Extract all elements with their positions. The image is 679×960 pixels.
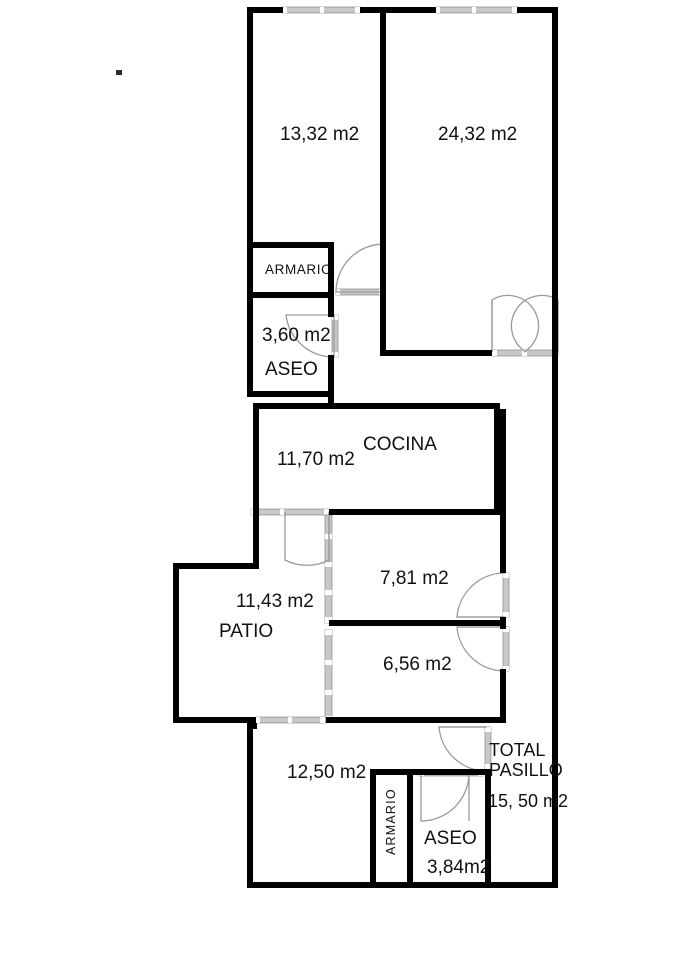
window-top-right <box>435 6 519 14</box>
room-area-label: 6,56 m2 <box>383 654 452 675</box>
closet-armario-bottom-label: ARMARIO <box>384 788 398 855</box>
glazed-tick <box>325 660 332 665</box>
wall-patio-upper-left <box>253 515 259 569</box>
wall-middle-right-b <box>500 617 506 629</box>
door-sill-tick <box>503 666 509 671</box>
door-arc-aseo-bottom <box>420 772 470 822</box>
wall-top-left-b <box>360 7 436 13</box>
door-sill-tick <box>503 612 509 617</box>
window-tick <box>355 7 360 13</box>
door-arc-cocina-patio <box>284 512 330 566</box>
wall-patio-bottom-a <box>173 717 256 723</box>
wall-cocina-top <box>253 403 500 409</box>
room-name-label: COCINA <box>363 434 437 455</box>
wall-aseo-bottom-left <box>370 769 376 882</box>
wall-bottom-upper-block <box>247 391 334 397</box>
wall-armario-top-right <box>328 242 334 298</box>
door-sill-tick <box>485 764 491 769</box>
wall-pasillo-left <box>485 769 491 882</box>
room-area-label: 3,60 m2 <box>262 325 331 346</box>
wall-armario-top-top <box>253 242 333 248</box>
wall-cocina-left <box>253 403 259 515</box>
window-tick <box>512 7 517 13</box>
wall-lower-left <box>247 723 253 888</box>
window-tick <box>288 717 292 723</box>
door-sill-tick <box>332 315 338 320</box>
wall-outer-left-upper <box>247 7 253 397</box>
wall-middle-right-c <box>500 669 506 723</box>
window-tick <box>472 7 476 13</box>
walls-group <box>173 7 558 888</box>
door-sill-tick <box>503 573 509 578</box>
wall-armario-top-bottom <box>253 292 333 298</box>
wall-bottom-room-2432 <box>380 350 492 356</box>
total-pasillo-line2: PASILLO <box>489 760 563 780</box>
door-sill-tick <box>324 509 329 515</box>
wall-outer-right <box>552 7 558 888</box>
window-tick <box>320 717 325 723</box>
room-area-label: 11,70 m2 <box>277 449 355 470</box>
door-sill-tick <box>280 509 284 515</box>
room-name-label: ASEO <box>424 828 477 849</box>
door-sill-tick <box>503 627 509 632</box>
door-sill-room-781 <box>502 572 510 618</box>
window-tick <box>436 7 440 13</box>
wall-aseo-bottom-top <box>370 769 485 775</box>
room-name-label: PATIO <box>219 621 274 642</box>
wall-aseo-top-right-b <box>328 355 334 403</box>
wall-cocina-bottom <box>329 509 500 515</box>
wall-partition-781-656 <box>329 620 505 626</box>
wall-top-left-a <box>247 7 283 13</box>
window-tick <box>256 717 260 723</box>
total-pasillo-line1: TOTAL <box>489 740 546 760</box>
room-area-label: 7,81 m2 <box>380 568 449 589</box>
glazed-wall-patio-lower <box>324 629 333 723</box>
door-arc-exterior-right <box>510 294 559 353</box>
wall-patio-left <box>173 563 179 723</box>
door-sill-tick <box>332 352 338 357</box>
door-arc-room-656 <box>456 626 506 672</box>
door-arc-exterior-left <box>491 294 540 353</box>
door-sill-tick <box>485 727 491 732</box>
total-pasillo-area: 15, 50 m2 <box>488 791 569 811</box>
wall-armario-bottom-right <box>407 775 413 882</box>
wall-aseo-top-right-a <box>328 292 334 317</box>
door-sill-tick <box>522 350 527 356</box>
window-tick <box>283 7 287 13</box>
glazed-tick <box>325 590 332 595</box>
door-arc-pasillo <box>438 726 488 772</box>
wall-top-right-b <box>517 7 558 13</box>
glazed-tick <box>325 630 332 635</box>
room-area-label: 13,32 m2 <box>280 124 360 145</box>
scan-artifact-dot <box>116 70 122 75</box>
wall-lower-bottom <box>247 882 558 888</box>
room-area-label: 12,50 m2 <box>287 762 367 783</box>
glazed-tick <box>325 690 332 695</box>
door-sill-cocina-patio <box>250 508 330 516</box>
wall-partition-top-rooms <box>380 7 386 355</box>
door-arc-room-781 <box>456 572 506 618</box>
wall-cocina-right <box>494 403 500 515</box>
wall-middle-right-a <box>500 409 506 573</box>
glazed-tick <box>325 617 332 623</box>
wall-middle-bottom <box>329 717 506 723</box>
room-area-label: 11,43 m2 <box>236 591 314 612</box>
wall-patio-jog-top <box>173 563 259 569</box>
door-sill-aseo-top <box>331 314 339 358</box>
door-sill-tick <box>492 350 497 356</box>
room-name-label: ASEO <box>265 359 318 380</box>
closet-armario-top-label: ARMARIO <box>265 262 333 277</box>
room-area-label: 3,84m2 <box>427 857 491 878</box>
room-area-label: 24,32 m2 <box>438 124 518 145</box>
door-sill-room-656 <box>502 626 510 672</box>
glazed-tick <box>325 562 332 567</box>
door-arc-aseo-hall <box>335 243 385 293</box>
window-tick <box>320 7 324 13</box>
